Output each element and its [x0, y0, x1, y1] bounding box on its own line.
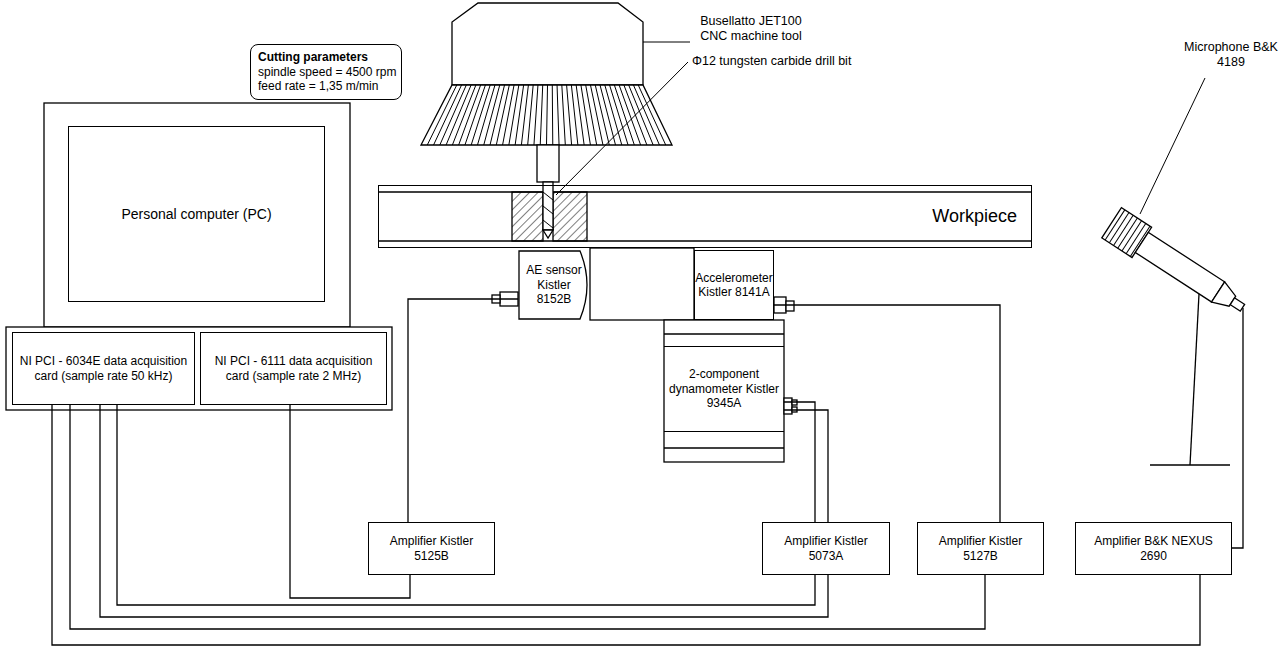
stand-base — [1150, 464, 1230, 465]
brush-line — [576, 85, 584, 145]
leader-line — [1140, 78, 1205, 214]
accelerometer: Accelerometer Kistler 8141A — [694, 250, 774, 320]
brush-line — [471, 85, 490, 145]
leader-line — [643, 42, 690, 43]
brush-line — [434, 85, 462, 145]
drill-label: Φ12 tungsten carbide drill bit — [692, 54, 912, 69]
box-text: Amplifier Kistler 5073A — [767, 534, 885, 563]
brush-line — [446, 85, 471, 145]
box-body-text: spindle speed = 4500 rpm — [258, 65, 396, 79]
spindle — [537, 145, 559, 182]
amplifier-box: Amplifier B&K NEXUS 2690 — [1075, 522, 1232, 575]
box-text: NI PCI - 6111 data acquisition card (sam… — [205, 354, 382, 383]
brush-line — [557, 85, 559, 145]
connector — [784, 398, 792, 414]
knurl-line — [1114, 215, 1134, 245]
brush-line — [581, 85, 591, 145]
signal-wire — [52, 405, 1200, 645]
signal-wire — [408, 299, 518, 522]
brush-line — [562, 85, 566, 145]
ae-sensor: AE sensor Kistler 8152B — [518, 250, 590, 320]
brush-line — [465, 85, 486, 145]
brush-line — [534, 85, 538, 145]
brush-line — [590, 85, 603, 145]
workpiece: Workpiece — [378, 185, 1032, 248]
machine-head — [452, 3, 643, 85]
box-text: 2-component dynamometer Kistler 9345A — [668, 367, 780, 410]
dynamometer-plate — [664, 447, 784, 448]
box-text: Cutting parameters — [258, 50, 368, 64]
box-body-text: feed rate = 1,35 m/min — [258, 79, 378, 93]
brush-line — [540, 85, 543, 145]
microphone — [1102, 208, 1252, 323]
signal-wire — [774, 305, 1000, 522]
drill-tip — [543, 230, 553, 238]
dynamometer-plate — [664, 333, 784, 334]
box-text: Workpiece — [932, 206, 1017, 228]
drill-flute — [543, 220, 553, 228]
brush-line — [496, 85, 509, 145]
brush-line — [614, 85, 634, 145]
fixture-block — [590, 248, 694, 320]
signal-wire — [784, 410, 828, 522]
dynamometer: 2-component dynamometer Kistler 9345A — [664, 346, 784, 432]
microphone-label: Microphone B&K 4189 — [1180, 40, 1282, 70]
box-text: Amplifier Kistler 5125B — [373, 534, 490, 563]
monitor-frame — [44, 103, 350, 327]
brush-line — [503, 85, 515, 145]
amplifier-box: Amplifier Kistler 5127B — [917, 522, 1044, 575]
box-text: Personal computer (PC) — [121, 206, 271, 223]
computer-base — [6, 327, 392, 410]
microphone-stand — [1190, 294, 1199, 465]
daq-card: NI PCI - 6034E data acquisition card (sa… — [12, 332, 195, 405]
brush-line — [452, 85, 476, 145]
machine-brush — [421, 85, 672, 145]
brush-line — [459, 85, 481, 145]
amplifier-box: Amplifier Kistler 5125B — [368, 522, 495, 575]
flange-line — [378, 191, 1032, 192]
flange-line — [378, 240, 1032, 241]
brush-line — [567, 85, 572, 145]
daq-card: NI PCI - 6111 data acquisition card (sam… — [200, 332, 387, 405]
box-text: Amplifier B&K NEXUS 2690 — [1080, 534, 1227, 563]
monitor-screen: Personal computer (PC) — [68, 126, 325, 302]
section-hatch — [553, 192, 587, 241]
box-text: AE sensor Kistler 8152B — [522, 263, 586, 306]
signal-wire — [784, 402, 815, 522]
signal-wire — [70, 405, 985, 629]
machine-label: Busellatto JET100 CNC machine tool — [690, 14, 812, 44]
brush-line — [521, 85, 528, 145]
box-text: NI PCI - 6034E data acquisition card (sa… — [17, 354, 190, 383]
section-hatch — [512, 192, 543, 241]
leader-line — [556, 62, 688, 195]
sensor-outline-path — [519, 251, 587, 319]
knurl-line — [1109, 213, 1129, 243]
knurl-line — [1118, 218, 1138, 248]
connector — [786, 301, 794, 311]
brush-line — [586, 85, 597, 145]
drill-flute — [543, 192, 553, 200]
knurl-line — [1105, 210, 1125, 240]
amplifier-box: Amplifier Kistler 5073A — [762, 522, 890, 575]
brush-line — [528, 85, 534, 145]
brush-line — [509, 85, 519, 145]
brush-line — [552, 85, 554, 145]
brush-line — [547, 85, 548, 145]
drill-flute — [543, 206, 553, 214]
brush-line — [629, 85, 654, 145]
microphone-cable — [1232, 308, 1243, 548]
brush-line — [427, 85, 457, 145]
brush-line — [638, 85, 666, 145]
drill-bit — [543, 182, 553, 230]
brush-line — [610, 85, 629, 145]
signal-wire — [117, 405, 815, 605]
parameter-box: Cutting parametersspindle speed = 4500 r… — [250, 44, 402, 100]
box-text: Accelerometer Kistler 8141A — [695, 271, 772, 300]
dynamometer-body — [664, 320, 784, 462]
signal-wire — [100, 405, 828, 617]
box-text: Amplifier Kistler 5127B — [922, 534, 1039, 563]
microphone-body — [1135, 232, 1224, 302]
